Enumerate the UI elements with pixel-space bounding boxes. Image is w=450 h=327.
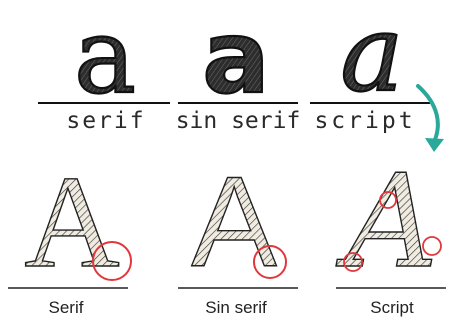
sketch-glyph-script: a	[340, 0, 403, 115]
letter-a-script: A	[336, 148, 441, 297]
glyph-a-sans: A	[191, 151, 277, 294]
curved-down-arrow-icon	[418, 86, 444, 152]
sketch-a-serif: a	[74, 0, 136, 117]
letter-a-sans: A	[191, 151, 286, 294]
sketch-label-sin-serif: sin serif	[176, 108, 301, 134]
sketch-label-serif: serif	[66, 108, 145, 134]
glyph-a-serif: A	[24, 148, 119, 295]
caption-sin-serif: Sin serif	[205, 298, 267, 317]
sketch-a-sans: a	[202, 0, 269, 116]
top-row: a a a serif sin serif script	[38, 0, 430, 134]
bottom-row: A A A Serif Sin serif Script	[8, 148, 446, 317]
letter-a-serif: A	[24, 148, 131, 295]
sketch-glyph-sans: a	[202, 0, 269, 116]
sketch-a-script: a	[340, 0, 403, 115]
sketch-label-script: script	[314, 108, 415, 134]
caption-script: Script	[370, 298, 414, 317]
caption-serif: Serif	[49, 298, 84, 317]
sketch-glyph-serif: a	[74, 0, 136, 117]
glyph-a-script: A	[336, 148, 438, 297]
